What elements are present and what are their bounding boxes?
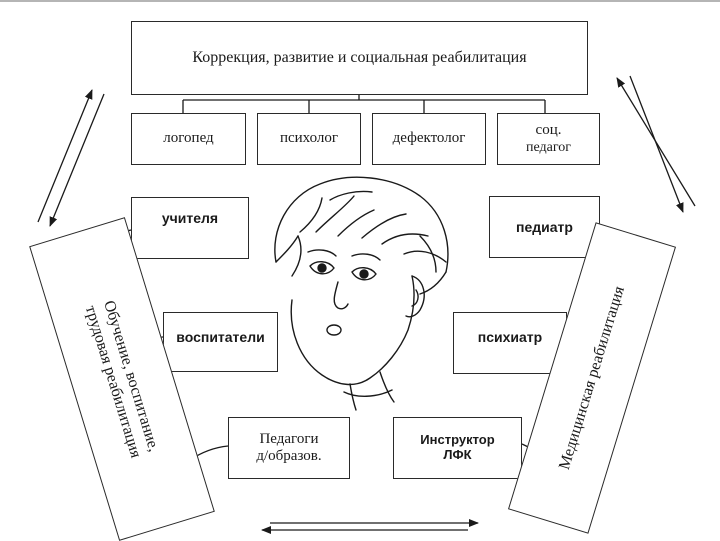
arrow-left-upper <box>37 89 105 227</box>
speech-therapist-box: логопед <box>131 113 246 165</box>
main-title-box: Коррекция, развитие и социальная реабили… <box>131 21 588 95</box>
additional-education-line2: д/образов. <box>256 448 322 464</box>
arrow-bottom <box>261 519 479 534</box>
additional-education-teachers-box: Педагоги д/образов. <box>228 417 350 479</box>
top-rule <box>0 0 720 2</box>
instructor-line1: Инструктор <box>420 432 495 448</box>
educators-box: воспитатели <box>163 312 278 372</box>
top-bracket <box>182 95 546 113</box>
pediatrician-label: педиатр <box>516 218 573 235</box>
defectologist-label: дефектолог <box>392 130 466 147</box>
education-rehabilitation-text: Обучение, воспитание, трудовая реабилита… <box>81 298 164 461</box>
psychiatrist-box: психиатр <box>453 312 567 374</box>
instructor-line2: ЛФК <box>443 447 472 462</box>
social-pedagogue-box: соц. педагог <box>497 113 600 165</box>
teachers-box: учителя <box>131 197 249 259</box>
educators-label: воспитатели <box>176 329 265 345</box>
arrow-right-upper <box>616 75 696 213</box>
pediatrician-box: педиатр <box>489 196 600 258</box>
social-pedagogue-line2: педагог <box>526 139 571 155</box>
social-pedagogue-line1: соц. <box>535 122 562 139</box>
exercise-therapy-instructor-box: Инструктор ЛФК <box>393 417 522 479</box>
child-face-illustration <box>274 176 449 411</box>
main-title-text: Коррекция, развитие и социальная реабили… <box>192 48 527 66</box>
psychologist-box: психолог <box>257 113 361 165</box>
teachers-label: учителя <box>161 210 219 226</box>
defectologist-box: дефектолог <box>372 113 486 165</box>
psychiatrist-label: психиатр <box>477 329 543 345</box>
psychologist-label: психолог <box>279 130 339 147</box>
speech-therapist-label: логопед <box>163 130 214 147</box>
additional-education-line1: Педагоги <box>259 430 319 447</box>
